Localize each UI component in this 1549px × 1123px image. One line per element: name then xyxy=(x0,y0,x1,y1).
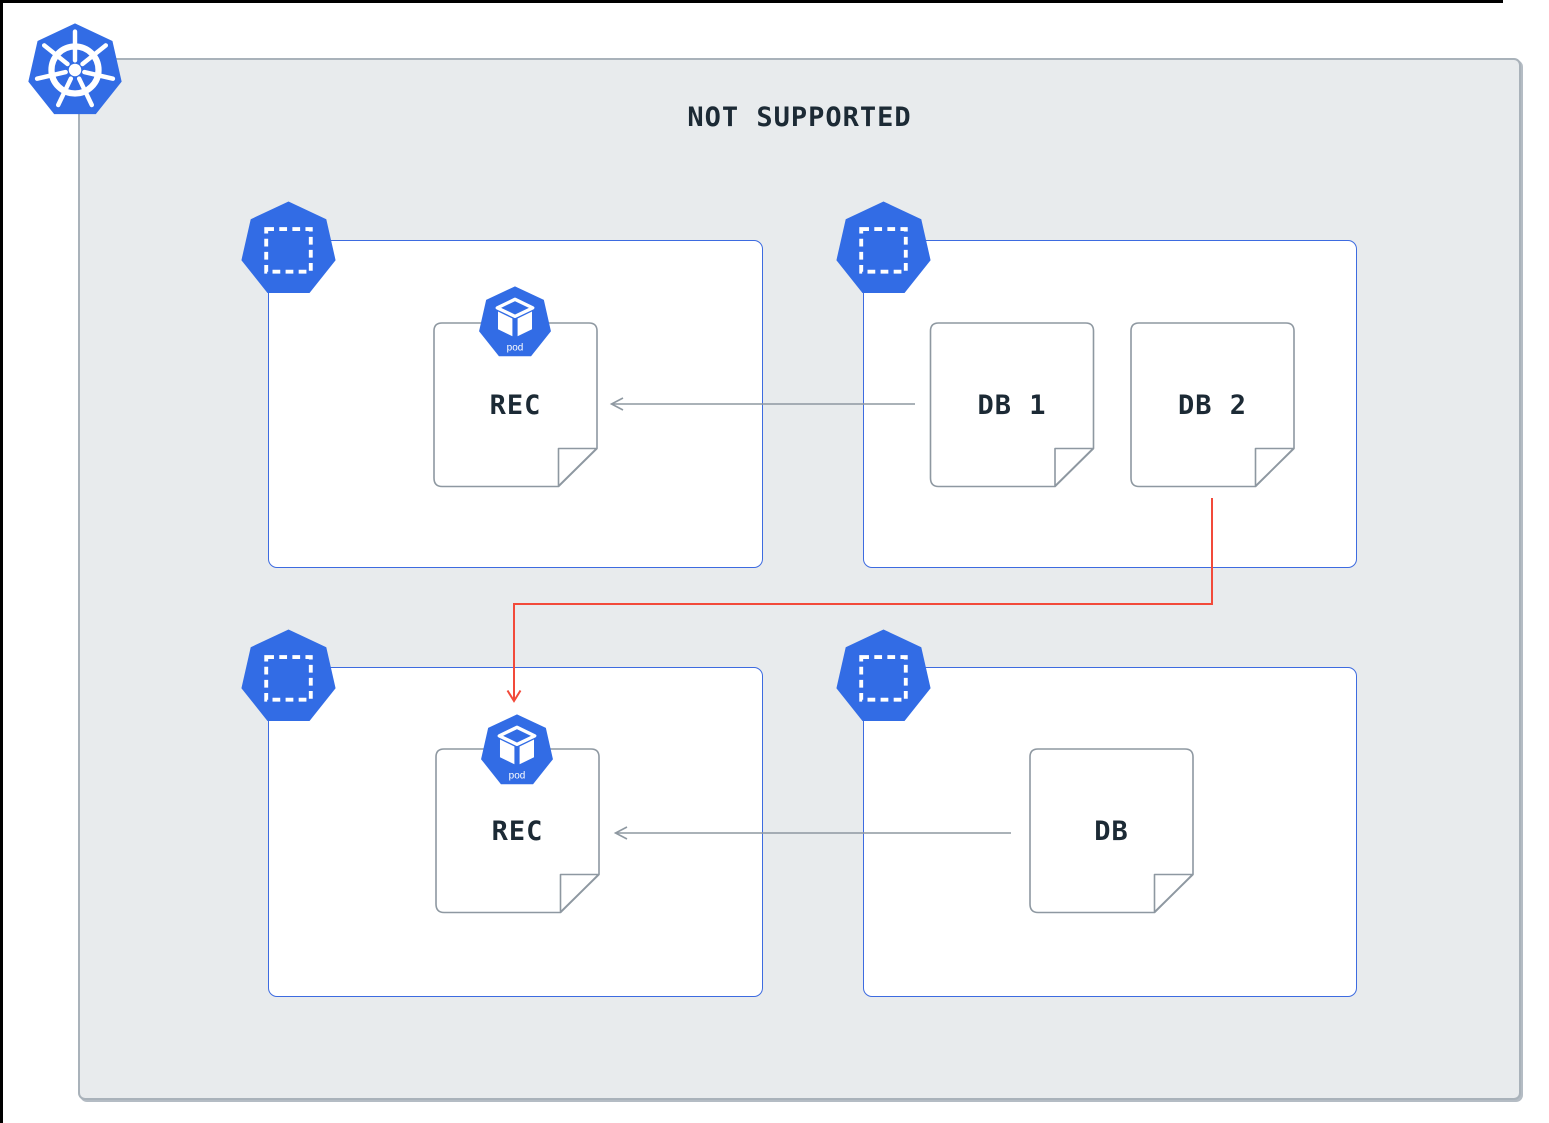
page-title: NOT SUPPORTED xyxy=(687,102,912,133)
resource-note-db1: DB 1 xyxy=(929,322,1095,488)
namespace-icon xyxy=(241,629,336,722)
namespace-icon xyxy=(836,629,931,722)
note-shape xyxy=(929,322,1095,488)
resource-note-db2: DB 2 xyxy=(1130,322,1295,488)
resource-label: DB 1 xyxy=(977,389,1047,421)
pod-icon: pod xyxy=(481,714,553,785)
namespace-icon xyxy=(241,201,336,294)
pod-badge-label: pod xyxy=(509,770,526,781)
resource-label: DB 2 xyxy=(1177,389,1248,421)
resource-label: DB xyxy=(1094,815,1129,847)
resource-label: REC xyxy=(491,815,544,847)
note-shape xyxy=(1029,748,1194,914)
note-shape xyxy=(1130,322,1295,488)
note-shape xyxy=(435,748,600,914)
namespace-icon xyxy=(836,201,931,294)
resource-note-rec-top: REC xyxy=(433,322,598,488)
kubernetes-logo-icon xyxy=(28,23,122,115)
pod-badge-label: pod xyxy=(507,342,524,353)
pod-icon: pod xyxy=(479,286,551,357)
page-top-border xyxy=(0,0,1503,3)
resource-note-rec-bottom: REC xyxy=(435,748,600,914)
resource-label: REC xyxy=(489,389,542,421)
page-left-border xyxy=(0,0,3,1123)
note-shape xyxy=(433,322,598,488)
resource-note-db: DB xyxy=(1029,748,1194,914)
